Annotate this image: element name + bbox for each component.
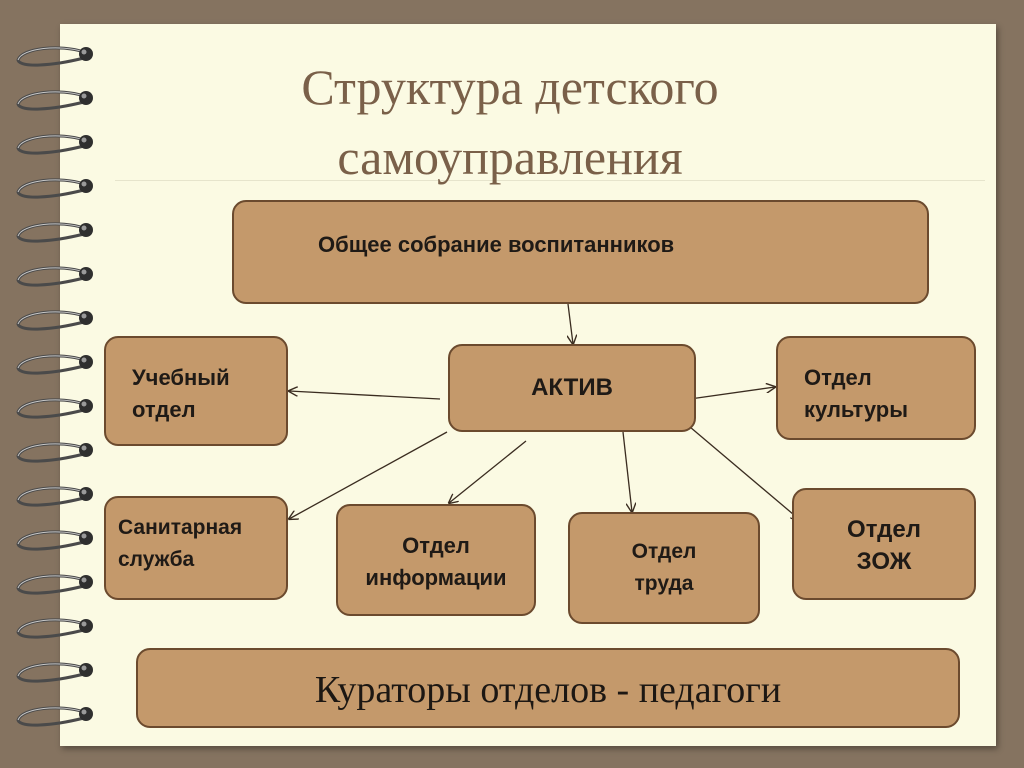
ruled-line <box>115 180 985 181</box>
node-culture-line-2: культуры <box>804 397 909 422</box>
spiral-ring-icon <box>16 398 93 419</box>
node-info-line-2: информации <box>365 565 507 590</box>
title-line-2: самоуправления <box>337 129 683 185</box>
title-line-1: Структура детского <box>301 59 719 115</box>
node-information-department: Отдел информации <box>336 504 536 616</box>
node-culture-department: Отдел культуры <box>776 336 976 440</box>
node-labor-line-1: Отдел <box>631 540 697 563</box>
spiral-ring-icon <box>16 134 93 155</box>
spiral-ring-icon <box>16 530 93 551</box>
node-sanitary-service: Санитарная служба <box>104 496 288 600</box>
spiral-ring-icon <box>16 310 93 331</box>
node-info-line-1: Отдел <box>402 533 470 558</box>
node-aktiv-label: АКТИВ <box>531 374 613 401</box>
node-curators-label: Кураторы отделов - педагоги <box>314 669 782 711</box>
node-labor-department: Отдел труда <box>568 512 760 624</box>
node-health-line-1: Отдел <box>847 516 921 543</box>
spiral-ring-icon <box>16 662 93 683</box>
node-general-assembly: Общее собрание воспитанников <box>232 200 929 304</box>
spiral-ring-icon <box>16 706 93 727</box>
spiral-ring-icon <box>16 178 93 199</box>
spiral-binding-icon <box>16 46 93 727</box>
spiral-ring-icon <box>16 266 93 287</box>
node-culture-line-1: Отдел <box>804 365 872 390</box>
spiral-ring-icon <box>16 618 93 639</box>
spiral-ring-icon <box>16 46 93 67</box>
spiral-ring-icon <box>16 222 93 243</box>
node-health-line-2: ЗОЖ <box>856 548 912 575</box>
node-study-line-2: отдел <box>132 397 196 422</box>
spiral-ring-icon <box>16 574 93 595</box>
spiral-ring-icon <box>16 90 93 111</box>
node-study-line-1: Учебный <box>132 365 230 390</box>
spiral-ring-icon <box>16 354 93 375</box>
node-health-department: Отдел ЗОЖ <box>792 488 976 600</box>
node-study-department: Учебный отдел <box>104 336 288 446</box>
page-title: Структура детского самоуправления <box>180 52 840 192</box>
node-sanitary-line-1: Санитарная <box>118 516 243 539</box>
node-labor-line-2: труда <box>634 572 694 595</box>
spiral-ring-icon <box>16 442 93 463</box>
node-curators: Кураторы отделов - педагоги <box>136 648 960 728</box>
spiral-ring-icon <box>16 486 93 507</box>
node-sanitary-line-2: служба <box>118 548 195 571</box>
node-aktiv: АКТИВ <box>448 344 696 432</box>
node-general-assembly-label: Общее собрание воспитанников <box>318 232 675 257</box>
